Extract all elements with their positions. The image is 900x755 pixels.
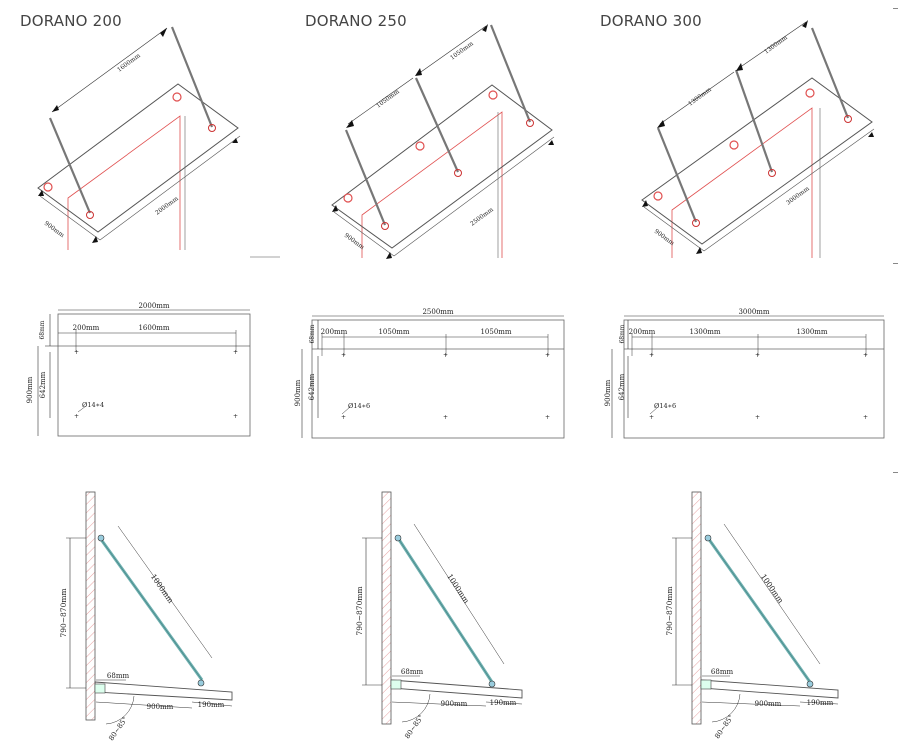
iso-span-label: 1050mm [449, 40, 475, 62]
plan-hole-mark: + [649, 352, 654, 359]
iso-length-label: 2500mm [469, 206, 495, 228]
side-offset-label: 68mm [711, 668, 734, 676]
side-angle-label: 80~85° [107, 715, 129, 742]
plan-total-label: 2000mm [138, 302, 169, 310]
plan-holes-label: Ø14∗4 [82, 401, 104, 409]
plan-edge-label: 68mm [39, 320, 46, 339]
plan-hole-label: 642mm [308, 373, 316, 400]
model-title-250: DORANO 250 [305, 12, 407, 30]
side-depth-label: 900mm [755, 700, 782, 708]
side-offset-label: 68mm [401, 668, 424, 676]
iso-span-label: 1050mm [375, 88, 401, 110]
side-depth-label: 900mm [441, 700, 468, 708]
iso-view-300: 1300mm 1300mm 3000mm 900mm [641, 20, 875, 258]
plan-hole-mark: + [863, 414, 868, 421]
iso-length-label: 2000mm [154, 195, 180, 217]
plan-first-label: 200mm [629, 328, 656, 336]
plan-total-label: 3000mm [738, 308, 769, 316]
iso-span-label: 1300mm [763, 34, 789, 56]
side-angle-label: 80~85° [713, 713, 735, 740]
side-view-300: 790~870mm 1000mm 68mm 900mm 190mm 80~85° [665, 491, 839, 740]
iso-depth-label: 900mm [43, 220, 66, 239]
plan-edge-label: 68mm [619, 324, 626, 343]
plan-hole-mark: + [755, 352, 760, 359]
plan-total-label: 2500mm [422, 308, 453, 316]
edge-tick [893, 263, 898, 264]
plan-view-250: 2500mm 200mm 1050mm 1050mm 68mm 900mm 64… [294, 308, 565, 439]
iso-span-label: 1300mm [687, 86, 713, 108]
iso-span-label: 1600mm [116, 52, 142, 74]
plan-hole-mark: + [545, 352, 550, 359]
plan-hole-mark: + [341, 352, 346, 359]
side-height-label: 790~870mm [59, 588, 68, 637]
plan-hole-mark: + [233, 349, 238, 356]
side-arm-label: 1000mm [149, 572, 175, 604]
plan-hole-mark: + [545, 414, 550, 421]
model-title-300: DORANO 300 [600, 12, 702, 30]
plan-hole-mark: + [443, 352, 448, 359]
plan-edge-label: 68mm [309, 324, 316, 343]
side-end-label: 190mm [807, 699, 834, 707]
side-depth-label: 900mm [147, 703, 174, 711]
iso-view-250: 1050mm 1050mm 2500mm 900mm [331, 24, 555, 259]
plan-hole-mark: + [863, 352, 868, 359]
plan-hole-mark: + [443, 414, 448, 421]
side-end-label: 190mm [198, 701, 225, 709]
side-height-label: 790~870mm [665, 586, 674, 635]
plan-holes-label: Ø14∗6 [348, 402, 370, 410]
plan-span-label: 1600mm [138, 324, 169, 332]
side-arm-label: 1000mm [445, 572, 471, 605]
plan-span-label: 1050mm [378, 328, 409, 336]
side-arm-label: 1000mm [759, 572, 785, 604]
iso-length-label: 3000mm [785, 185, 811, 207]
plan-holes-label: Ø14∗6 [654, 402, 676, 410]
iso-view-200: 1600mm 2000mm 900mm [37, 26, 280, 258]
side-end-label: 190mm [490, 699, 517, 707]
plan-span-label: 1300mm [689, 328, 720, 336]
edge-tick [893, 8, 898, 9]
plan-view-300: 3000mm 200mm 1300mm 1300mm 68mm 900mm 64… [604, 308, 885, 439]
side-view-200: 790~870mm 1000mm 68mm 900mm 190mm 80~85° [59, 491, 233, 742]
plan-hole-mark: + [74, 413, 79, 420]
side-view-250: 790~870mm 1000mm 68mm 900mm 190mm 80~85° [355, 491, 523, 740]
model-title-200: DORANO 200 [20, 12, 122, 30]
plan-span-label: 1300mm [796, 328, 827, 336]
plan-depth-label: 900mm [294, 379, 302, 406]
plan-hole-mark: + [233, 413, 238, 420]
plan-hole-mark: + [649, 414, 654, 421]
side-angle-label: 80~85° [403, 713, 425, 740]
plan-first-label: 200mm [73, 324, 100, 332]
plan-hole-mark: + [341, 414, 346, 421]
plan-hole-mark: + [755, 414, 760, 421]
edge-tick [893, 472, 898, 473]
plan-span-label: 1050mm [480, 328, 511, 336]
side-height-label: 790~870mm [355, 586, 364, 635]
plan-first-label: 200mm [321, 328, 348, 336]
plan-hole-label: 642mm [618, 373, 626, 400]
plan-depth-label: 900mm [604, 379, 612, 406]
plan-view-200: 2000mm 200mm 1600mm 68mm 900mm 642mm Ø14… [26, 302, 251, 437]
side-offset-label: 68mm [107, 672, 130, 680]
plan-hole-mark: + [74, 349, 79, 356]
plan-depth-label: 900mm [26, 376, 34, 403]
plan-hole-label: 642mm [39, 371, 47, 398]
